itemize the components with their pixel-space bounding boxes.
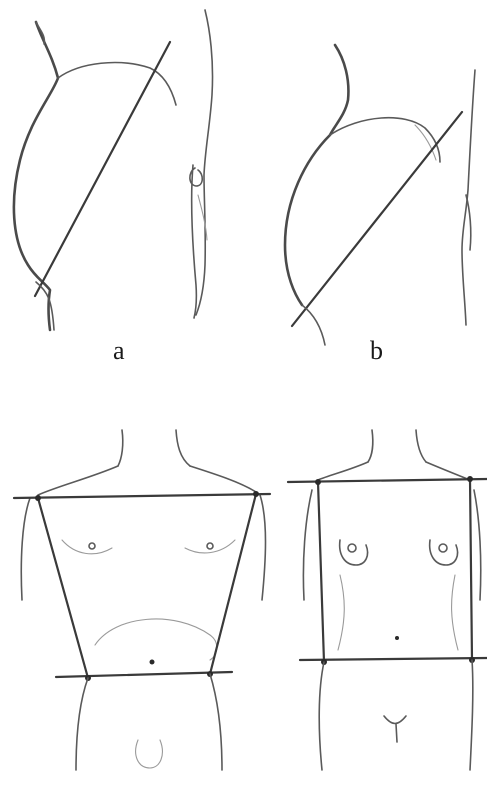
figure-d-neck-right xyxy=(416,430,426,462)
figure-c-navel xyxy=(150,660,155,665)
figure-a-side-torso xyxy=(14,10,213,330)
figure-c-leg-left xyxy=(76,678,88,770)
figure-b-side-torso xyxy=(285,45,475,345)
figure-c-shoulder-line xyxy=(14,494,270,498)
figure-d-neck-left xyxy=(368,430,373,462)
figure-d-waist-left xyxy=(338,575,344,650)
figure-d-hip-line xyxy=(300,658,487,660)
figure-c-shoulder-right xyxy=(190,466,256,492)
figure-b-belly-outline xyxy=(330,118,440,162)
figure-d-navel xyxy=(395,636,399,640)
figure-d-shoulder-left xyxy=(318,462,368,480)
figure-d-leg-left xyxy=(319,662,324,770)
figure-d-arm-left xyxy=(303,490,312,600)
figure-c-side-right xyxy=(210,494,256,674)
figure-c-front-trapezoid xyxy=(14,430,270,770)
figure-a-arm-contour xyxy=(192,165,197,318)
figure-a-belly-outline xyxy=(58,63,176,105)
figure-d-nipple-left xyxy=(348,544,356,552)
figure-c-nipple-left xyxy=(89,543,95,549)
figure-b-chest-shading xyxy=(415,125,436,160)
figure-c-neck-left xyxy=(118,430,123,466)
figure-c-genital xyxy=(136,740,163,768)
figure-b-diagonal-axis xyxy=(292,112,462,326)
figure-c-hip-line xyxy=(56,672,232,677)
figure-c-shoulder-left xyxy=(38,466,118,495)
figure-c-pec-right xyxy=(185,540,235,553)
figure-c-pec-left xyxy=(62,540,112,554)
figure-c-corner-tl xyxy=(35,495,41,501)
figure-a-back-outline xyxy=(14,22,58,330)
figure-d-front-rectangle xyxy=(288,430,487,770)
figure-b-front-contour xyxy=(462,70,475,325)
figure-c-belly-outline xyxy=(95,619,217,660)
figure-c-leg-right xyxy=(210,674,222,770)
figure-c-neck-right xyxy=(176,430,190,466)
figure-a-front-contour xyxy=(196,10,213,315)
figure-c-nipple-right xyxy=(207,543,213,549)
figure-d-pubic-line xyxy=(396,724,397,742)
figure-d-arm-right xyxy=(474,490,481,600)
figure-d-side-left xyxy=(318,482,324,662)
figure-label-a: a xyxy=(113,338,125,364)
figure-c-corner-tr xyxy=(253,491,259,497)
figure-b-thigh-line xyxy=(302,305,325,345)
figure-c-side-left xyxy=(38,498,88,678)
figure-c-arm-right xyxy=(260,495,266,600)
figure-d-shoulder-right xyxy=(426,462,470,480)
figure-c-arm-left xyxy=(21,498,30,600)
figure-d-corner-tr xyxy=(467,476,473,482)
figure-a-diagonal-axis xyxy=(35,42,170,296)
figure-d-pubic xyxy=(384,716,406,724)
figure-label-b: b xyxy=(370,338,383,364)
figure-d-side-right xyxy=(470,479,472,660)
figure-d-waist-right xyxy=(452,575,458,650)
figure-d-leg-right xyxy=(470,660,473,770)
figure-d-nipple-right xyxy=(439,544,447,552)
figure-d-corner-tl xyxy=(315,479,321,485)
